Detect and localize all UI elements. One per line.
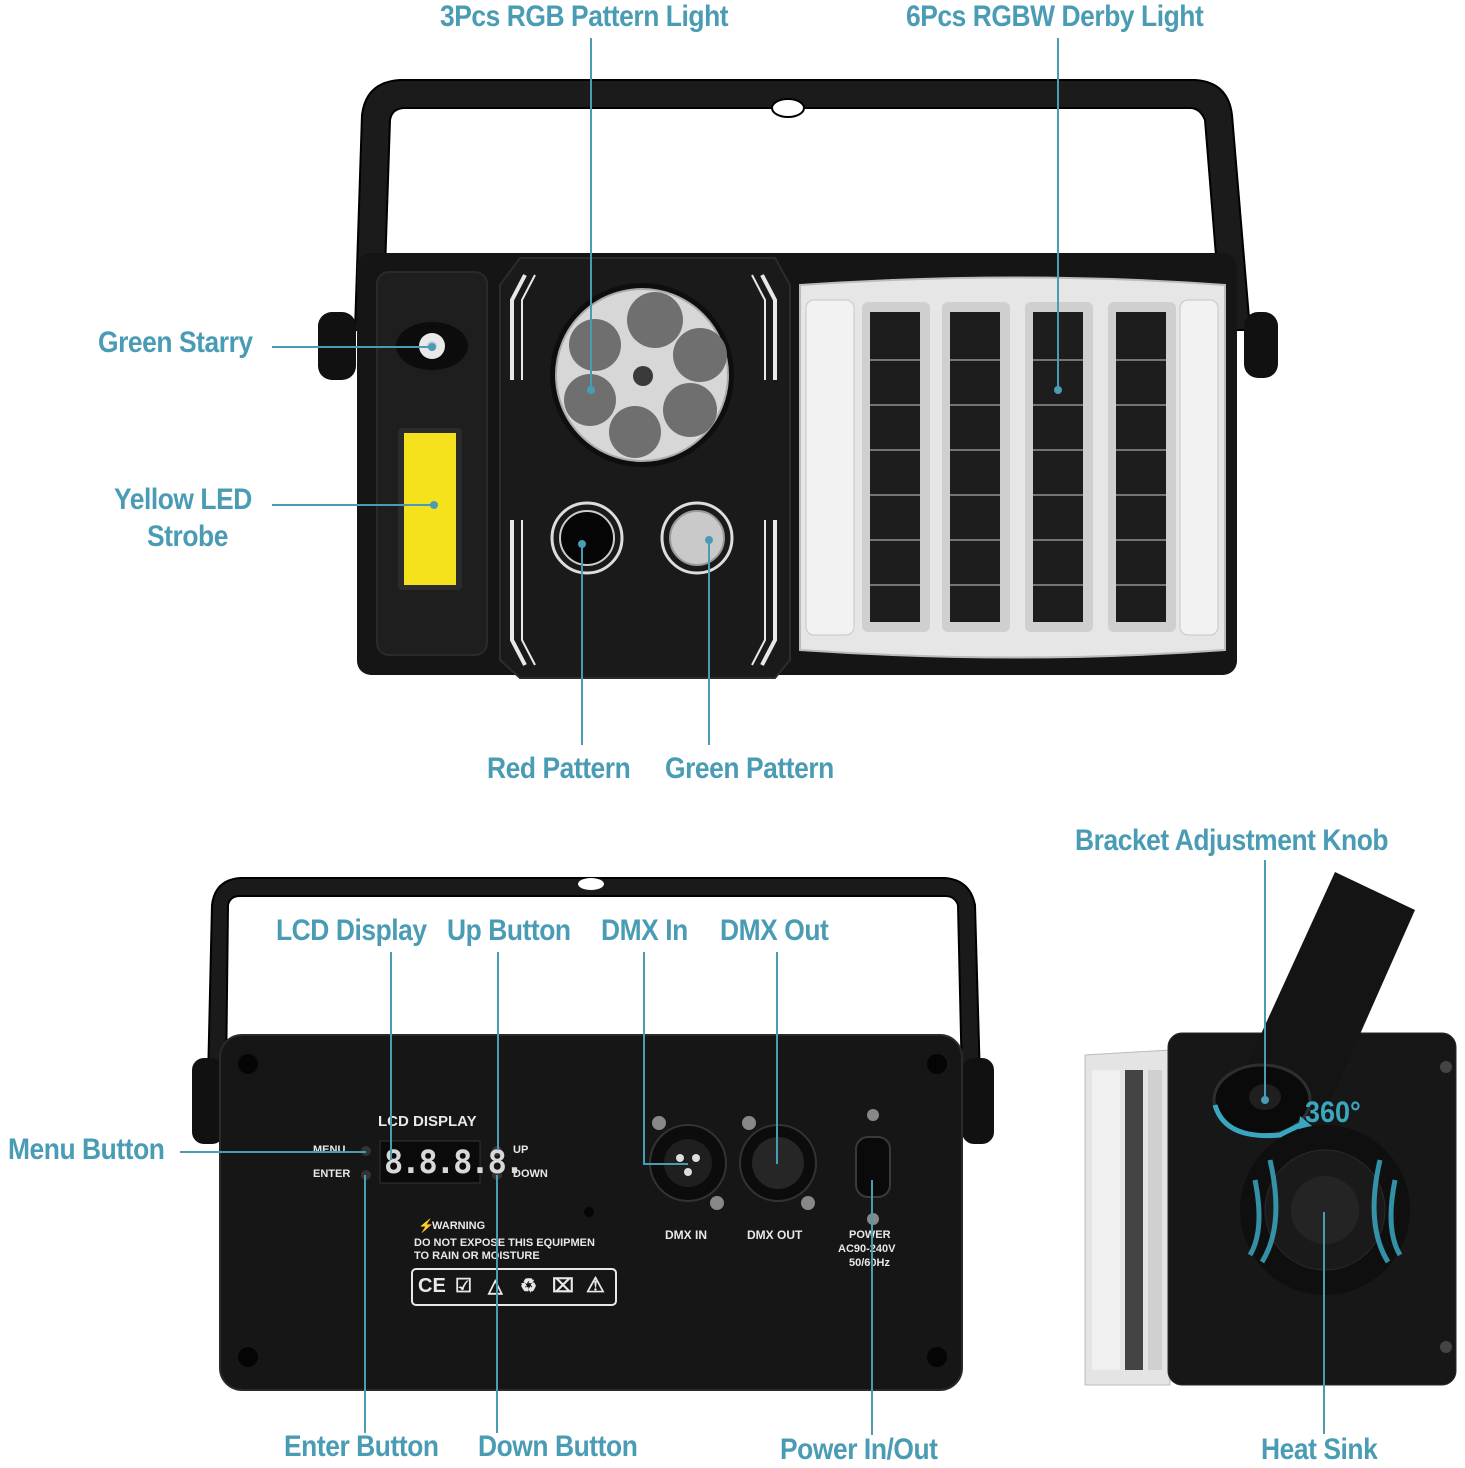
lcd-display-title: LCD DISPLAY xyxy=(378,1113,477,1130)
label-lcd-display: LCD Display xyxy=(276,914,427,947)
callout-line xyxy=(643,952,645,1164)
callout-dot xyxy=(1054,386,1062,394)
dmx-in-text: DMX IN xyxy=(665,1228,707,1242)
rear-housing xyxy=(219,1034,963,1391)
warning-title: WARNING xyxy=(432,1220,486,1232)
yellow-led-strobe xyxy=(398,428,462,590)
callout-dot xyxy=(430,501,438,509)
callout-line xyxy=(180,1151,366,1153)
label-menu-button: Menu Button xyxy=(8,1133,165,1166)
callout-line xyxy=(643,1163,688,1165)
rohs-icon: ☑ xyxy=(455,1276,473,1297)
callout-line xyxy=(497,952,499,1150)
side-fixture xyxy=(1084,872,1457,1386)
ce-mark-icon: CE xyxy=(418,1275,446,1297)
callout-line xyxy=(1264,860,1266,1100)
lightning-icon: ⚡ xyxy=(418,1218,435,1233)
label-heat-sink: Heat Sink xyxy=(1261,1433,1378,1466)
label-up-button: Up Button xyxy=(447,914,571,947)
label-enter-button: Enter Button xyxy=(284,1430,439,1463)
derby-dome xyxy=(799,276,1226,659)
callout-dot xyxy=(705,536,713,544)
rotation-label: 360° xyxy=(1305,1096,1361,1129)
label-rgb-pattern-light: 3Pcs RGB Pattern Light xyxy=(440,0,729,33)
label-yellow-led-strobe-1: Yellow LED xyxy=(114,483,252,516)
power-text-2: AC90-240V xyxy=(838,1243,896,1255)
power-text-3: 50/60Hz xyxy=(849,1257,890,1269)
up-text: UP xyxy=(513,1144,529,1156)
callout-line xyxy=(364,1175,366,1433)
callout-line xyxy=(871,1180,873,1435)
label-dmx-out: DMX Out xyxy=(720,914,829,947)
callout-line xyxy=(496,1175,498,1433)
green-pattern-lens xyxy=(660,501,734,575)
recycle-icon: ♻ xyxy=(520,1276,538,1297)
power-text-1: POWER xyxy=(849,1229,891,1241)
label-red-pattern: Red Pattern xyxy=(487,752,631,785)
trash-bin-icon: ⌧ xyxy=(552,1276,574,1297)
label-rgbw-derby-light: 6Pcs RGBW Derby Light xyxy=(906,0,1204,33)
red-pattern-lens xyxy=(550,501,624,575)
callout-line xyxy=(708,540,710,745)
down-text: DOWN xyxy=(513,1168,548,1180)
label-green-starry: Green Starry xyxy=(98,326,253,359)
callout-line xyxy=(1057,38,1059,390)
callout-line xyxy=(581,545,583,745)
rgb-pattern-wheel xyxy=(550,283,734,467)
label-down-button: Down Button xyxy=(478,1430,638,1463)
callout-line xyxy=(776,952,778,1164)
warning-triangle-icon: ⚠ xyxy=(586,1274,605,1297)
callout-line xyxy=(390,952,392,1160)
callout-dot xyxy=(428,343,436,351)
menu-text: MENU xyxy=(313,1144,346,1156)
callout-dot xyxy=(1261,1096,1269,1104)
enter-text: ENTER xyxy=(313,1168,351,1180)
weee-icon: △ xyxy=(488,1275,503,1298)
label-yellow-led-strobe-2: Strobe xyxy=(147,520,228,553)
label-green-pattern: Green Pattern xyxy=(665,752,834,785)
label-bracket-adjustment-knob: Bracket Adjustment Knob xyxy=(1075,824,1389,857)
callout-line xyxy=(1323,1212,1325,1434)
dmx-out-text: DMX OUT xyxy=(747,1228,803,1242)
callout-line xyxy=(272,504,434,506)
warning-line2: TO RAIN OR MOISTURE xyxy=(414,1250,540,1262)
callout-line xyxy=(272,346,432,348)
callout-dot xyxy=(578,540,586,548)
label-dmx-in: DMX In xyxy=(601,914,688,947)
warning-line1: DO NOT EXPOSE THIS EQUIPMEN xyxy=(414,1237,595,1249)
lcd-readout: 8.8.8.8. xyxy=(384,1143,524,1181)
callout-dot xyxy=(587,386,595,394)
callout-line xyxy=(590,38,592,390)
label-power-in-out: Power In/Out xyxy=(780,1433,938,1466)
